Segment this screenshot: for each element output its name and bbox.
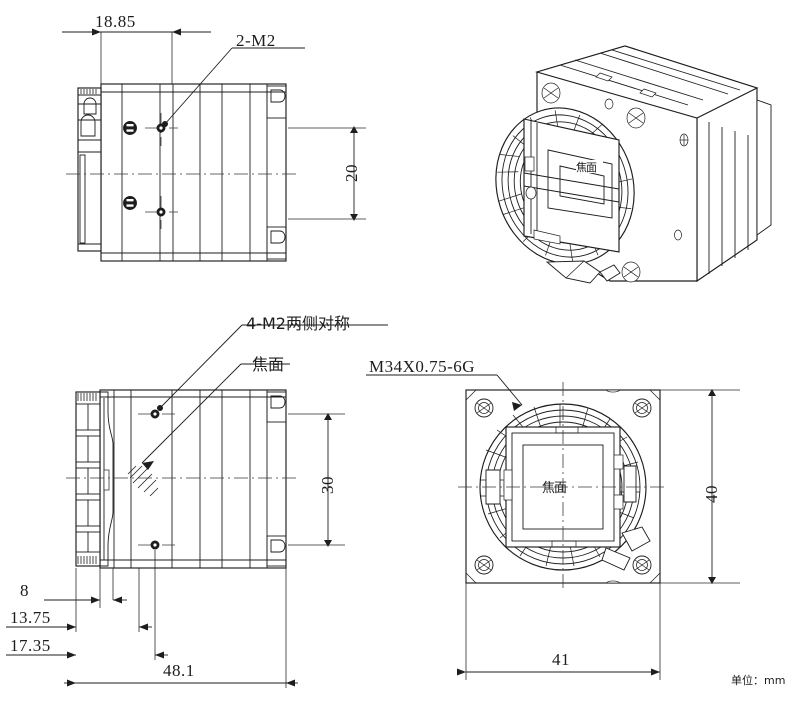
dimension-8 [44, 568, 127, 608]
iso-focal-plane-text [576, 160, 603, 173]
dimension-17-35 [6, 550, 168, 660]
dimension-label-18-85: 18.85 [95, 12, 136, 31]
view-front [366, 374, 740, 680]
callout-label-thread: M34X0.75-6G [369, 357, 476, 376]
dimension-18-85 [62, 28, 211, 88]
view-isometric [495, 45, 772, 284]
callout-label-focal-plane: 焦面 [252, 355, 285, 374]
dimension-20 [288, 126, 366, 221]
dimension-label-8: 8 [20, 581, 29, 600]
iso-lower-bracket [545, 260, 621, 284]
rear-connector-block-top [77, 87, 102, 252]
dimension-40 [660, 389, 740, 584]
camera-body-outline-top [100, 83, 287, 262]
front-corner-screw-tl [474, 398, 494, 418]
mounting-ear-top [266, 85, 287, 260]
front-corner-screw-tr [632, 398, 652, 418]
dimension-13-75 [6, 568, 152, 632]
dimension-48-1 [64, 568, 298, 688]
front-corner-screw-bl [474, 555, 494, 575]
dimension-41 [457, 583, 661, 680]
tapped-boss-upper [123, 121, 137, 135]
dimension-label-40: 40 [702, 485, 721, 503]
callout-focal-plane-leader [141, 363, 290, 470]
dimension-30 [288, 413, 345, 547]
callout-label-2-m2: 2-M2 [236, 31, 276, 50]
focal-plane-hatch [127, 465, 159, 497]
m2-hole-bottom-lower [138, 540, 175, 550]
dimension-label-13-75: 13.75 [10, 608, 51, 627]
callout-label-4-m2-symmetric: 4-M2两侧对称 [246, 314, 350, 333]
annotation-focal-plane-iso: 焦面 [576, 161, 597, 174]
camera-body-outline-bottom [99, 389, 287, 569]
callout-thread-leader [366, 374, 523, 411]
dimension-label-17-35: 17.35 [10, 636, 51, 655]
mounting-ear-bottom [266, 391, 287, 567]
dimension-label-48-1: 48.1 [163, 661, 195, 680]
dimension-label-20: 20 [342, 164, 361, 182]
m2-hole-bottom-upper [138, 409, 175, 419]
callout-2-m2-leader [162, 47, 305, 127]
view-side-bottom [6, 324, 388, 688]
unit-note: 单位：mm [731, 674, 786, 687]
m2-hole-lower [145, 196, 178, 229]
dimension-label-41: 41 [552, 650, 570, 669]
iso-sensor-window [523, 118, 620, 253]
dimension-label-30: 30 [318, 476, 337, 494]
front-bottom-tab [605, 580, 621, 584]
tapped-boss-lower [123, 196, 137, 210]
annotation-focal-plane-front: 焦面 [542, 481, 567, 496]
front-corner-screw-br [632, 555, 652, 575]
front-top-tab [605, 389, 621, 393]
callout-4-m2-leader [157, 324, 388, 411]
lens-barrel-bottom [75, 391, 114, 567]
view-side-top [62, 28, 366, 262]
